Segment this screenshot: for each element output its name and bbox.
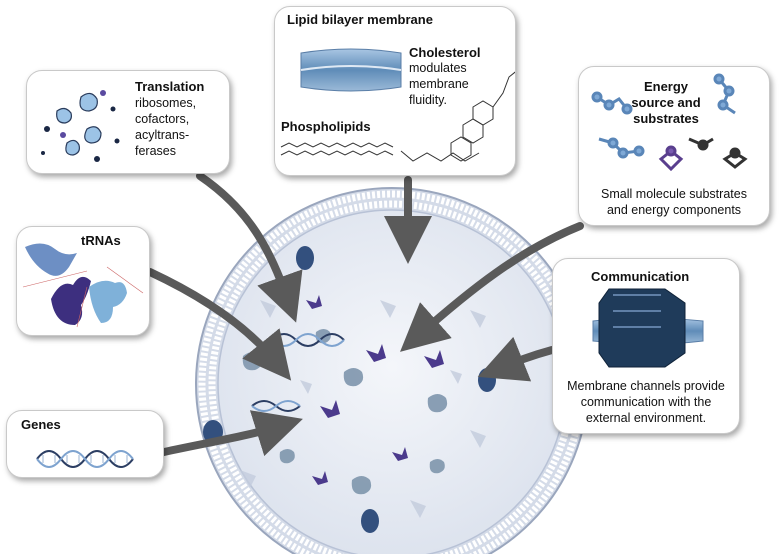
cholesterol-line2: membrane	[409, 77, 469, 91]
trna	[306, 295, 322, 309]
translation-line4: ferases	[135, 144, 176, 158]
energy-title-line1: Energy	[643, 79, 689, 94]
trnas-illustration	[22, 243, 144, 328]
communication-line2: communication with the	[580, 395, 712, 409]
energy-title-line3: substrates	[633, 111, 699, 126]
membrane-title: Lipid bilayer membrane	[287, 12, 433, 27]
channel	[361, 509, 379, 533]
ribosome-icon	[84, 126, 102, 144]
cholesterol-line1: modulates	[409, 61, 467, 75]
translation-panel: Translation ribosomes, cofactors, acyltr…	[26, 70, 230, 174]
cell	[195, 187, 589, 554]
trna	[320, 400, 340, 418]
arrow-communication	[477, 336, 556, 382]
energy-line2: and energy components	[606, 203, 742, 217]
arrow-energy	[400, 222, 584, 352]
phospholipids-title: Phospholipids	[281, 119, 371, 134]
ribosome	[343, 368, 364, 387]
translation-title: Translation	[135, 79, 205, 94]
trnas-panel: tRNAs	[16, 226, 150, 336]
trna-icon	[89, 280, 127, 323]
trna-icon	[25, 243, 77, 276]
ribosome	[427, 394, 448, 413]
communication-title: Communication	[591, 269, 690, 284]
trna	[312, 471, 328, 485]
bilayer-slab	[300, 48, 402, 92]
translation-line1: ribosomes,	[135, 96, 197, 110]
cholesterol-title: Cholesterol	[409, 45, 481, 60]
dna-illustration	[36, 450, 134, 468]
genes-title: Genes	[21, 417, 61, 432]
channel	[296, 246, 314, 270]
membrane-panel: Lipid bilayer membrane Cholesterol modul…	[274, 6, 516, 176]
arrows	[146, 172, 584, 457]
communication-panel: Communication Membrane channels provide …	[552, 258, 740, 434]
trna	[392, 447, 408, 461]
ribosome	[429, 459, 445, 474]
translation-illustration	[41, 90, 120, 162]
trna	[366, 344, 386, 362]
trnas-title: tRNAs	[81, 233, 121, 248]
arrow-genes	[160, 410, 303, 457]
trna	[424, 350, 444, 368]
membrane-illustration	[280, 48, 515, 162]
genes-panel: Genes	[6, 410, 164, 478]
ribosome-icon	[65, 139, 80, 156]
channel-illustration	[592, 288, 704, 368]
energy-line1: Small molecule substrates	[601, 187, 747, 201]
ribosome	[242, 352, 263, 371]
energy-molecules	[591, 73, 748, 172]
ribosome-icon	[79, 92, 98, 112]
arrow-trnas	[146, 268, 292, 381]
cholesterol-structure	[450, 71, 515, 162]
translation-line3: acyltrans-	[135, 128, 190, 142]
ribosome	[351, 476, 372, 495]
energy-title-line2: source and	[631, 95, 701, 110]
communication-line1: Membrane channels provide	[567, 379, 725, 393]
ribosome-icon	[56, 107, 72, 124]
communication-line3: external environment.	[585, 411, 707, 425]
arrow-translation	[196, 172, 303, 323]
cholesterol-line3: fluidity.	[409, 93, 447, 107]
channel	[478, 368, 496, 392]
energy-panel: Energy source and substrates Small molec…	[578, 66, 770, 226]
translation-line2: cofactors,	[135, 112, 190, 126]
trna-icon	[51, 276, 91, 325]
phospholipid-structure	[280, 142, 480, 162]
